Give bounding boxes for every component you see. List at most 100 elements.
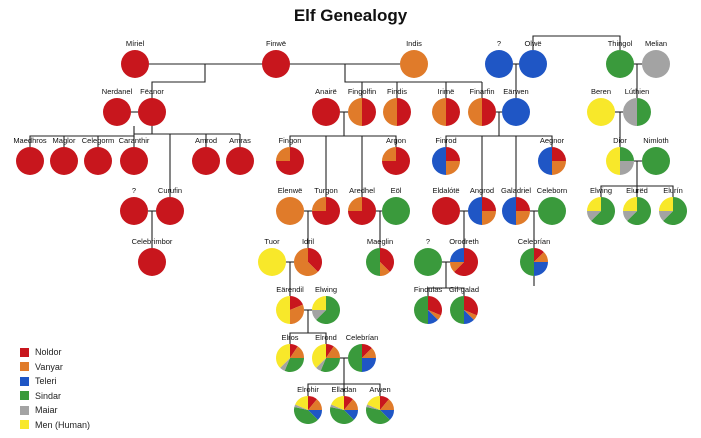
heritage-slice-noldor	[308, 396, 317, 410]
person-nimloth: Nimloth	[642, 136, 670, 175]
legend-item-maiar: Maiar	[20, 403, 90, 418]
heritage-slice-maiar	[623, 98, 637, 126]
person-name: Melian	[645, 39, 667, 48]
person-miriel: Míriel	[121, 39, 149, 78]
person-finarfin: Finarfin	[468, 87, 496, 126]
person-celegorm: Celegorm	[82, 136, 115, 175]
person-elurin: Elurín	[659, 186, 688, 225]
person-turgon: Turgon	[312, 186, 340, 225]
heritage-slice-men	[295, 396, 308, 410]
legend-label: Teleri	[35, 376, 57, 387]
heritage-slice-teleri	[428, 310, 438, 324]
relationship-line	[344, 64, 362, 83]
person-name: Maeglin	[367, 237, 393, 246]
person-luthien: Lúthien	[623, 87, 651, 126]
person-angrod: Angrod	[468, 186, 496, 225]
person-maedhros: Maedhros	[13, 136, 47, 175]
relationship-line	[445, 112, 500, 147]
person-name: Eärwen	[503, 87, 528, 96]
legend-label: Vanyar	[35, 361, 63, 372]
person-galadriel: Galadriel	[501, 186, 531, 225]
legend-item-vanyar: Vanyar	[20, 360, 90, 375]
person-elenwe: Elenwë	[276, 186, 304, 225]
heritage-slice-teleri	[464, 310, 474, 324]
person-beren: Beren	[587, 87, 615, 126]
person-finrod: Finrod	[432, 136, 460, 175]
heritage-slice-noldor	[120, 147, 148, 175]
heritage-slice-noldor	[312, 98, 340, 126]
heritage-slice-noldor	[308, 248, 323, 272]
heritage-slice-noldor	[534, 248, 544, 262]
person-celebrimbor: Celebrimbor	[132, 237, 173, 276]
person-name: Elrohir	[297, 385, 319, 394]
person-irime: Irimë	[432, 87, 460, 126]
heritage-slice-noldor	[138, 98, 166, 126]
heritage-slice-vanyar	[468, 98, 482, 126]
person-name: Galadriel	[501, 186, 531, 195]
legend-label: Noldor	[35, 347, 62, 358]
legend-item-teleri: Teleri	[20, 374, 90, 389]
heritage-slice-sindar	[663, 197, 688, 225]
heritage-slice-sindar	[637, 98, 651, 126]
person-orodreth: Orodreth	[449, 237, 479, 276]
heritage-slice-sindar	[320, 358, 340, 373]
person-aegnor: Aegnor	[538, 136, 566, 175]
heritage-slice-vanyar	[450, 262, 464, 272]
person-feanor: Fëanor	[138, 87, 166, 126]
person-name: Eldalótë	[432, 186, 459, 195]
heritage-slice-noldor	[50, 147, 78, 175]
legend-swatch	[20, 347, 29, 357]
person-eol: Eöl	[382, 186, 410, 225]
person-celebrian2: Celebrían	[346, 333, 378, 372]
heritage-slice-noldor	[446, 147, 460, 161]
person-name: Elurín	[663, 186, 683, 195]
person-celeborn: Celeborn	[537, 186, 567, 225]
heritage-slice-men	[659, 197, 673, 211]
heritage-slice-vanyar	[380, 262, 390, 276]
heritage-slice-noldor	[84, 147, 112, 175]
person-name: Finwë	[266, 39, 286, 48]
heritage-slice-noldor	[16, 147, 44, 175]
person-idril: Idril	[294, 237, 323, 276]
heritage-slice-teleri	[344, 410, 359, 420]
person-name: Idril	[302, 237, 314, 246]
person-name: Fingon	[279, 136, 302, 145]
relationship-line	[151, 64, 206, 98]
legend-item-men: Men (Human)	[20, 418, 90, 433]
heritage-slice-noldor	[362, 98, 376, 126]
heritage-slice-teleri	[538, 147, 552, 175]
person-name: Celegorm	[82, 136, 115, 145]
heritage-slice-sindar	[284, 358, 304, 373]
person-celebrian: Celebrían	[518, 237, 550, 276]
person-elrond: Elrond	[311, 333, 340, 373]
person-elros: Elros	[275, 333, 304, 373]
heritage-slice-noldor	[326, 344, 334, 358]
heritage-slice-vanyar	[482, 211, 496, 225]
heritage-slice-sindar	[591, 197, 615, 225]
heritage-slice-sindar	[414, 296, 428, 324]
person-name: Amras	[229, 136, 251, 145]
heritage-slice-maiar	[316, 358, 326, 371]
heritage-slice-vanyar	[464, 310, 477, 320]
heritage-slice-teleri	[380, 410, 394, 420]
person-findis: Findis	[383, 87, 411, 126]
relationship-line	[427, 262, 447, 296]
legend-swatch	[20, 376, 29, 386]
heritage-slice-men	[623, 197, 637, 211]
heritage-slice-noldor	[121, 50, 149, 78]
legend-swatch	[20, 405, 29, 415]
heritage-slice-maiar	[294, 404, 308, 410]
person-arwen: Arwen	[365, 385, 394, 425]
heritage-slice-teleri	[519, 50, 547, 78]
heritage-slice-vanyar	[344, 399, 358, 410]
person-name: Arwen	[369, 385, 390, 394]
person-name: Irimë	[438, 87, 455, 96]
person-gilgalad: Gil-galad	[449, 285, 479, 324]
person-name: Celeborn	[537, 186, 567, 195]
heritage-slice-teleri	[308, 410, 322, 420]
heritage-slice-noldor	[380, 396, 389, 410]
heritage-slice-vanyar	[380, 399, 394, 410]
heritage-slice-sindar	[538, 197, 566, 225]
person-dior: Dior	[606, 136, 634, 175]
